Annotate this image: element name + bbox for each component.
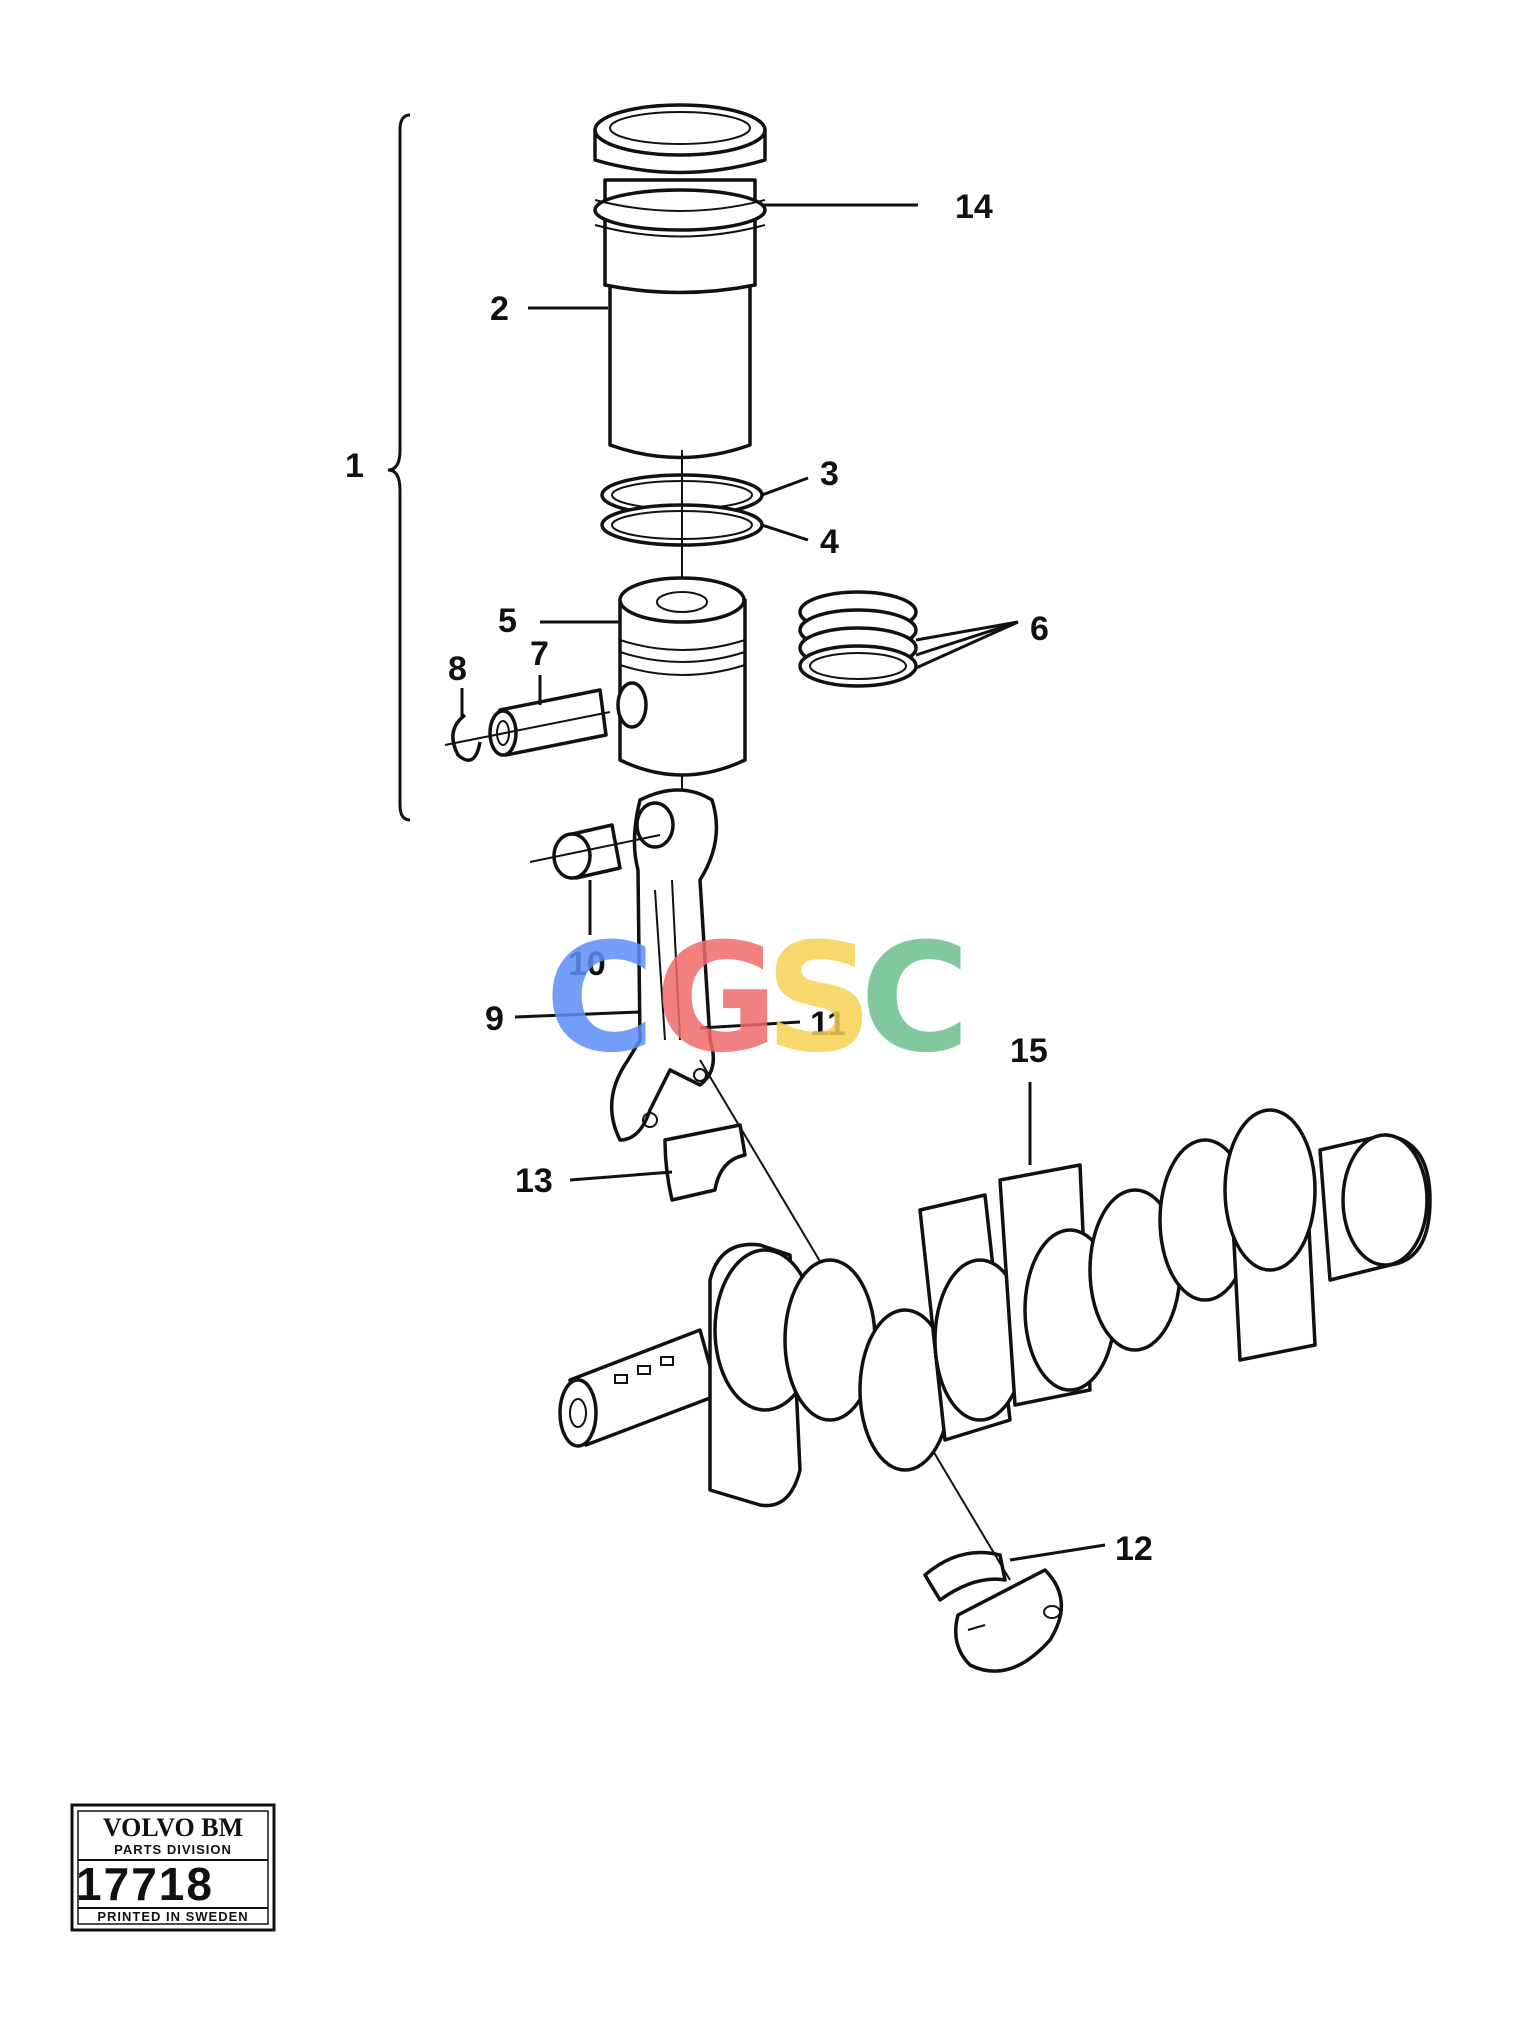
callout-4: 4: [820, 523, 839, 561]
stamp-number: 17718: [76, 1858, 214, 1910]
stamp-printed: PRINTED IN SWEDEN: [97, 1909, 248, 1924]
callout-9: 9: [485, 1000, 504, 1038]
callout-8: 8: [448, 650, 467, 688]
connecting-rod: [609, 788, 719, 1142]
callout-13: 13: [515, 1162, 553, 1200]
rod-cap: [923, 1550, 1063, 1673]
crankshaft: [558, 1108, 1432, 1508]
piston-rings: [798, 590, 918, 688]
callout-labels: 1 2 3 4 5 6 7 8 9 10 11 12 13 14 15: [345, 188, 1153, 1568]
callout-10: 10: [568, 945, 606, 983]
leader-lines: [460, 203, 1106, 1562]
callout-1: 1: [345, 447, 364, 485]
watermark-letter-c1: C: [545, 912, 655, 1086]
callout-5: 5: [498, 602, 517, 640]
piston-pin: [488, 688, 608, 757]
callout-6: 6: [1030, 610, 1049, 648]
stamp-brand: VOLVO BM: [103, 1813, 243, 1842]
callout-7: 7: [530, 635, 549, 673]
callout-2: 2: [490, 290, 509, 328]
watermark-letter-s: S: [765, 912, 873, 1086]
bearing-shell-upper: [663, 1123, 747, 1202]
callout-15: 15: [1010, 1032, 1048, 1070]
assembly-bracket: [387, 113, 411, 822]
watermark-letter-g: G: [655, 912, 778, 1086]
callout-3: 3: [820, 455, 839, 493]
piston: [616, 576, 747, 777]
watermark-letter-c2: C: [860, 912, 970, 1086]
stamp-division: PARTS DIVISION: [114, 1842, 232, 1857]
callout-11: 11: [810, 1005, 846, 1043]
small-end-bushing: [529, 823, 661, 880]
volvo-bm-stamp: VOLVO BM PARTS DIVISION 17718 PRINTED IN…: [70, 1803, 276, 1932]
callout-14: 14: [955, 188, 993, 226]
cylinder-liner: [593, 103, 767, 460]
watermark-logo: C G S C: [545, 912, 970, 1086]
callout-12: 12: [1115, 1530, 1153, 1568]
circlip: [444, 711, 611, 762]
